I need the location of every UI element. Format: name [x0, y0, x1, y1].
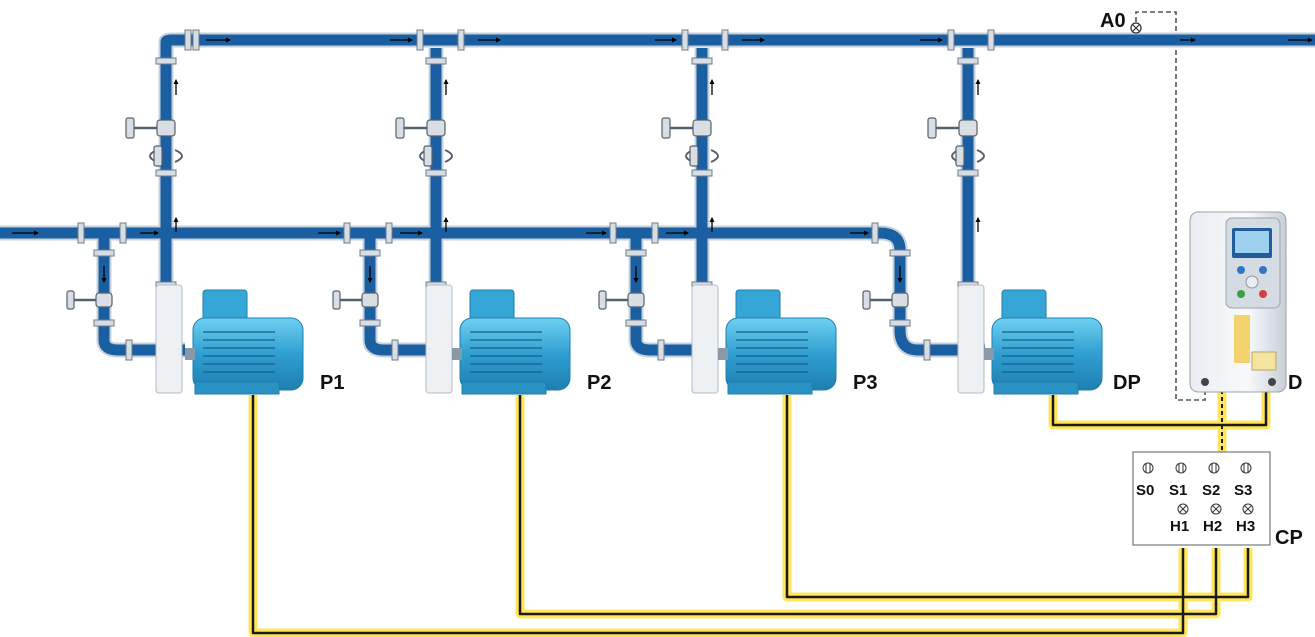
lamp-h1-label: H1 [1170, 518, 1189, 535]
motor-p2 [452, 289, 571, 395]
pump-housings [155, 284, 985, 394]
valve-icon [66, 117, 985, 310]
switch-s0-label: S0 [1136, 482, 1154, 499]
power-cables [248, 390, 1271, 637]
label-p3: P3 [853, 372, 877, 394]
motor-p3 [718, 289, 837, 395]
switch-s1-label: S1 [1169, 482, 1187, 499]
label-drive: D [1288, 372, 1302, 394]
motor-p1 [185, 289, 304, 395]
control-panel: S0 S1 S2 S3 H1 H2 H3 [1132, 451, 1271, 546]
pipe-flanges [77, 29, 995, 361]
motors [185, 289, 1103, 395]
label-sensor: A0 [1100, 10, 1126, 32]
lamp-h3-label: H3 [1236, 518, 1255, 535]
lamp-icons [1177, 503, 1254, 515]
switch-icons [1142, 462, 1252, 474]
pressure-sensor-icon [1130, 22, 1142, 34]
sensor-signal-line [1135, 11, 1206, 401]
switch-s3-label: S3 [1234, 482, 1252, 499]
lamp-h2-label: H2 [1203, 518, 1222, 535]
label-control-panel: CP [1275, 527, 1303, 549]
frequency-drive [1189, 211, 1287, 393]
label-p2: P2 [587, 372, 611, 394]
motor-dp [984, 289, 1103, 395]
label-p1: P1 [320, 372, 344, 394]
pipe-network [0, 32, 1315, 358]
label-dp: DP [1113, 372, 1141, 394]
flow-arrow-icon [12, 37, 1314, 284]
switch-s2-label: S2 [1202, 482, 1220, 499]
